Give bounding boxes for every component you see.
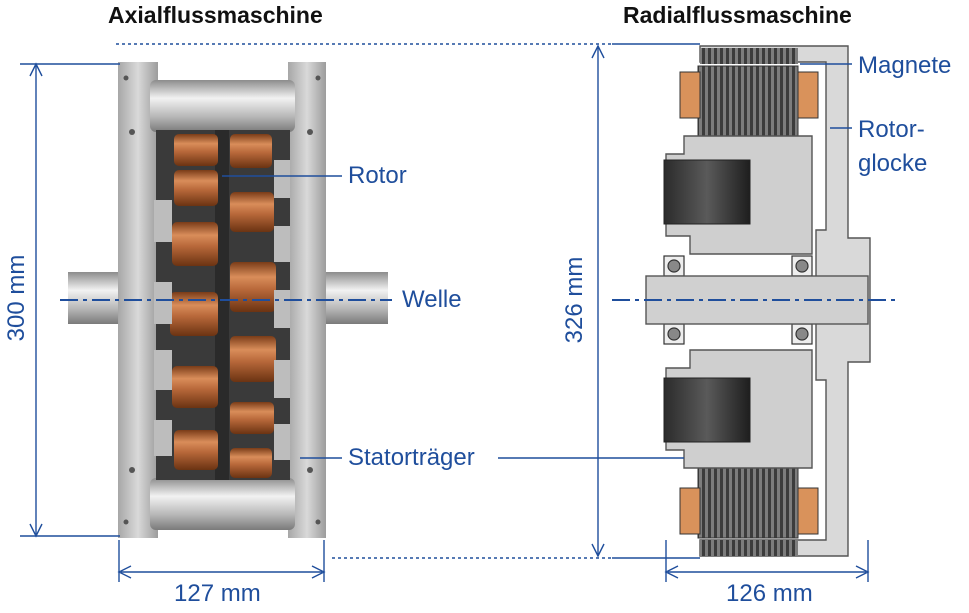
- winding-top-left: [679, 71, 701, 119]
- radial-machine: [645, 45, 871, 557]
- magnet-top: [700, 48, 798, 64]
- axial-coils-left: [170, 134, 218, 470]
- dim-axial-height: 300 mm: [3, 254, 30, 342]
- axial-bolts: [123, 75, 321, 525]
- axial-clamps: [154, 160, 290, 460]
- radial-leaders: [498, 63, 852, 459]
- axial-bottom-rod: [150, 478, 295, 530]
- label-rotorglocke-1: Rotor-: [858, 116, 925, 143]
- winding-bottom-left: [679, 487, 701, 535]
- label-rotorglocke-2: glocke: [858, 150, 928, 177]
- axial-rotor-disc: [215, 130, 229, 480]
- radial-dimension-lines: [116, 43, 870, 582]
- dim-axial-width: 127 mm: [174, 580, 261, 607]
- cylinder-bottom: [663, 377, 751, 443]
- radial-title: Radialflussmaschine: [623, 2, 852, 28]
- axial-dimension-lines: [20, 62, 326, 582]
- dim-radial-height: 326 mm: [561, 256, 588, 344]
- label-rotor: Rotor: [348, 162, 407, 189]
- winding-bottom-right: [797, 487, 819, 535]
- label-welle: Welle: [402, 286, 462, 313]
- axial-top-rod: [150, 80, 295, 132]
- winding-top-right: [797, 71, 819, 119]
- stator-lam-top: [697, 65, 799, 137]
- label-magnete: Magnete: [858, 52, 952, 79]
- magnet-bottom: [700, 540, 798, 556]
- cylinder-top: [663, 159, 751, 225]
- dim-radial-width: 126 mm: [726, 580, 813, 607]
- axial-leaders: [222, 175, 342, 459]
- label-statortraeger: Statorträger: [348, 444, 475, 471]
- stator-lam-bottom: [697, 467, 799, 539]
- axial-title: Axialflussmaschine: [108, 2, 323, 28]
